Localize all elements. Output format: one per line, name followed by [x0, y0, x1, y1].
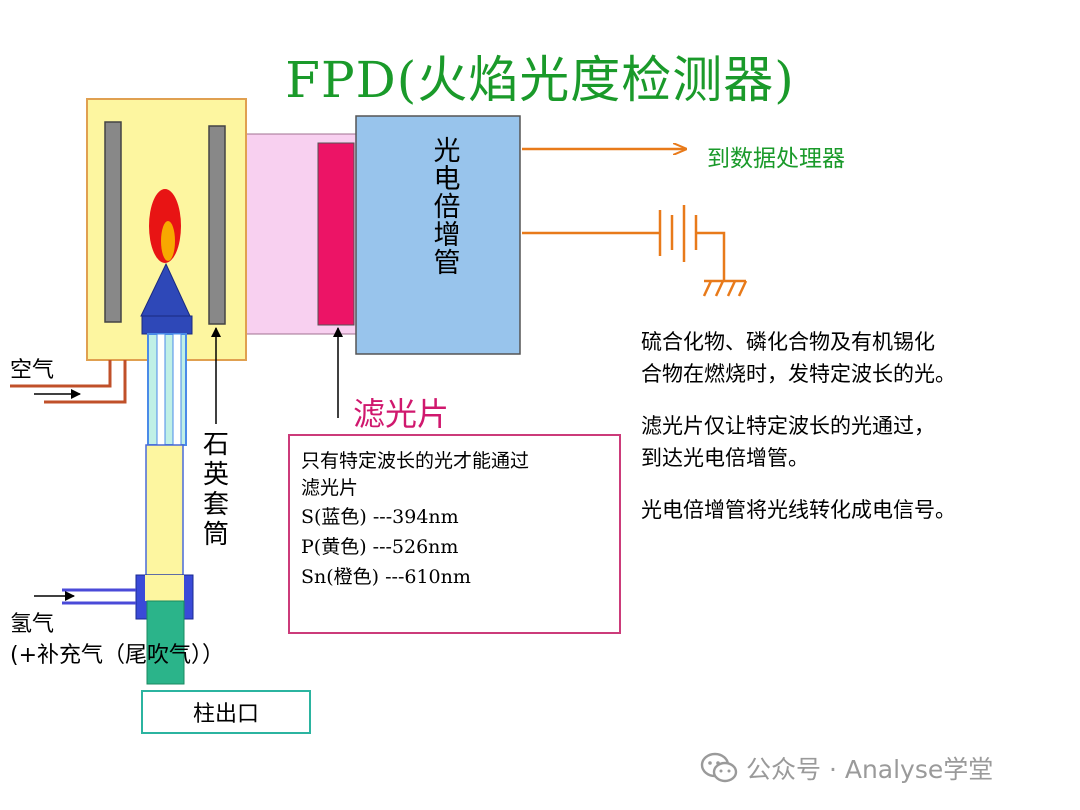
column-outlet-text: 柱出口 [192, 702, 259, 727]
description-line: 合物在燃烧时，发特定波长的光。 [641, 362, 956, 386]
quartz-sleeve-label: 石 英 套 筒 [202, 430, 229, 550]
description-line: 硫合化物、磷化合物及有机锡化 [641, 330, 935, 354]
optical-filter [317, 142, 355, 326]
nozzle-base [141, 315, 193, 335]
makeup-gas-label: (+补充气（尾吹气）） [10, 643, 225, 668]
flame-icon [149, 189, 181, 263]
ground-icon [522, 205, 748, 297]
description-paragraph: 硫合化物、磷化合物及有机锡化 合物在燃烧时，发特定波长的光。 [641, 326, 1071, 390]
filter-note-intro: 只有特定波长的光才能通过 [301, 450, 530, 472]
diagram-title: FPD(火焰光度检测器) [285, 51, 795, 109]
watermark: 公众号 · Analyse学堂 [700, 748, 1060, 788]
column-outlet-label: 柱出口 [141, 690, 311, 734]
column-body [145, 444, 184, 576]
photomultiplier-tube [355, 115, 521, 355]
air-inlet [10, 360, 127, 404]
column-tip [146, 600, 185, 685]
description-paragraph: 滤光片仅让特定波长的光通过， 到达光电倍增管。 [641, 410, 1071, 474]
description-line: 光电倍增管将光线转化成电信号。 [641, 498, 956, 522]
air-label: 空气 [10, 358, 55, 383]
left-electrode [104, 121, 122, 323]
description-panel: 硫合化物、磷化合物及有机锡化 合物在燃烧时，发特定波长的光。 滤光片仅让特定波长… [641, 326, 1071, 546]
wavelength-tin: Sn(橙色) ---610nm [301, 566, 471, 588]
filter-label: 滤光片 [353, 395, 450, 433]
description-line: 到达光电倍增管。 [641, 446, 809, 470]
filter-note-box: 只有特定波长的光才能通过 滤光片 S(蓝色) ---394nm P(黄色) --… [288, 434, 621, 634]
wavelength-sulfur: S(蓝色) ---394nm [301, 506, 459, 528]
output-label: 到数据处理器 [707, 146, 845, 172]
filter-note-intro: 滤光片 [301, 477, 359, 499]
description-line: 滤光片仅让特定波长的光通过， [641, 414, 935, 438]
description-paragraph: 光电倍增管将光线转化成电信号。 [641, 494, 1071, 526]
right-electrode [208, 125, 226, 325]
hydrogen-label: 氢气 [10, 612, 55, 637]
pmt-label: 光 电 倍 增 管 [433, 136, 461, 279]
wechat-icon [700, 752, 738, 783]
hydrogen-inlet [34, 588, 136, 605]
watermark-text: 公众号 · Analyse学堂 [746, 755, 994, 784]
wavelength-phosphorus: P(黄色) ---526nm [301, 536, 459, 558]
